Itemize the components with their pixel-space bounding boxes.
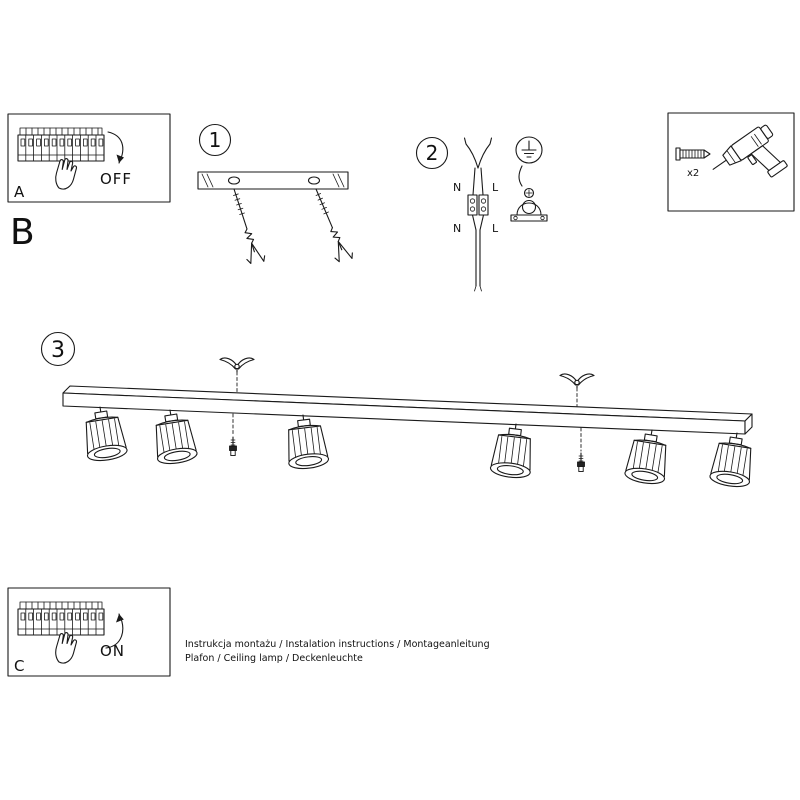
wing-anchor-icon	[219, 357, 255, 373]
panel-power-on: ON C	[7, 587, 171, 677]
wire-l-bottom-label: L	[492, 222, 499, 235]
switch-up-arrow-icon	[105, 613, 124, 649]
section-b-letter: B	[10, 212, 35, 253]
toggle-anchor-icon	[306, 185, 355, 266]
step-2-illustration: 2 N L N L	[415, 136, 548, 292]
toggle-anchor-icon	[224, 185, 267, 267]
off-label: OFF	[100, 170, 132, 188]
spotlight-3	[282, 412, 330, 472]
mounting-bolt-icon	[228, 436, 238, 457]
step-1-circle	[198, 123, 232, 157]
plug-count-label: x2	[687, 168, 699, 179]
step-1-illustration: 1	[197, 123, 355, 267]
footer-line-2: Plafon / Ceiling lamp / Deckenleuchte	[185, 653, 363, 664]
wire-n-top-label: N	[453, 181, 461, 194]
mounting-bracket-drawing	[197, 171, 355, 267]
panel-power-off: OFF A	[7, 113, 171, 203]
step-1-number: 1	[209, 128, 222, 152]
step-2-number: 2	[426, 141, 439, 165]
spotlight-4	[489, 421, 537, 481]
mounting-bolt-icon	[576, 452, 586, 473]
cable-connection-drawing: N L N L	[453, 137, 499, 292]
wire-n-bottom-label: N	[453, 222, 461, 235]
wall-plug-icon	[675, 147, 711, 161]
earth-symbol-icon	[515, 136, 543, 164]
wire-l-top-label: L	[492, 181, 499, 194]
panel-a-letter: A	[14, 183, 25, 201]
step-3-circle	[40, 331, 76, 367]
wing-anchor-icon	[559, 373, 595, 389]
spotlight-6	[708, 429, 758, 490]
footer-line-1: Instrukcja montażu / Instalation instruc…	[185, 639, 490, 650]
step-3-illustration: 3	[40, 331, 758, 490]
tools-box: x2	[667, 112, 795, 212]
lamp-rail-drawing	[62, 385, 753, 435]
cable-clamp-icon	[510, 199, 548, 222]
step-3-number: 3	[51, 338, 65, 363]
spotlight-5	[623, 426, 673, 487]
spotlight-1	[79, 403, 129, 464]
panel-c-letter: C	[14, 657, 24, 675]
spotlight-2	[149, 406, 199, 467]
on-label: ON	[100, 642, 125, 660]
ground-connection-drawing	[510, 136, 548, 222]
footer: Instrukcja montażu / Instalation instruc…	[185, 639, 490, 664]
drill-icon	[712, 124, 788, 178]
step-2-circle	[415, 136, 449, 170]
switch-down-arrow-icon	[107, 131, 124, 164]
